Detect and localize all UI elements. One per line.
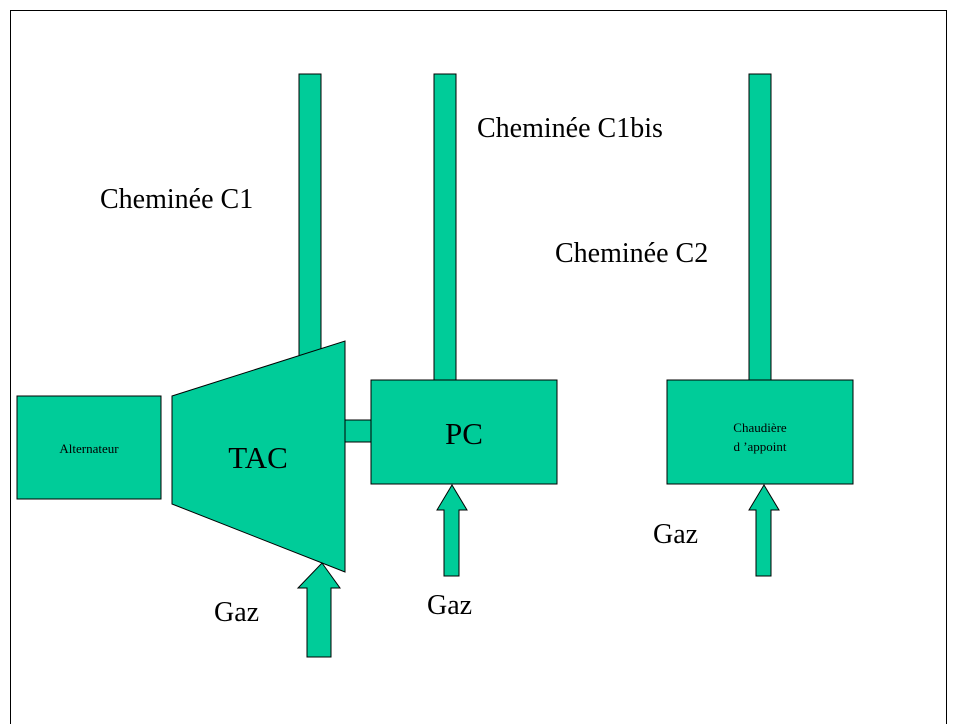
gas-arrow-pc [436, 484, 468, 577]
pc-label: PC [445, 416, 483, 451]
tac-turbine [171, 340, 346, 573]
boiler-label-line1: Chaudière [733, 420, 787, 435]
diagram-frame [10, 10, 947, 724]
alternator-label: Alternateur [59, 441, 119, 456]
alternator-box [16, 395, 162, 500]
chimney-c1bis [433, 73, 457, 381]
chimney-c1bis-label: Cheminée C1bis [477, 113, 663, 144]
chimney-c1 [298, 73, 322, 371]
pc-box [370, 379, 558, 485]
boiler-label-line2: d ’appoint [733, 439, 786, 454]
tac-pc-connector [344, 419, 372, 443]
gas-arrow-boiler [748, 484, 780, 577]
chimney-c2-label: Cheminée C2 [555, 238, 708, 269]
gas-label-pc: Gaz [427, 590, 472, 621]
gas-arrow-tac [296, 562, 341, 658]
chimney-c2 [748, 73, 772, 382]
tac-label: TAC [228, 440, 288, 475]
boiler-box [666, 379, 854, 485]
chimney-c1-label: Cheminée C1 [100, 184, 253, 215]
gas-label-tac: Gaz [214, 597, 259, 628]
gas-label-boiler: Gaz [653, 519, 698, 550]
